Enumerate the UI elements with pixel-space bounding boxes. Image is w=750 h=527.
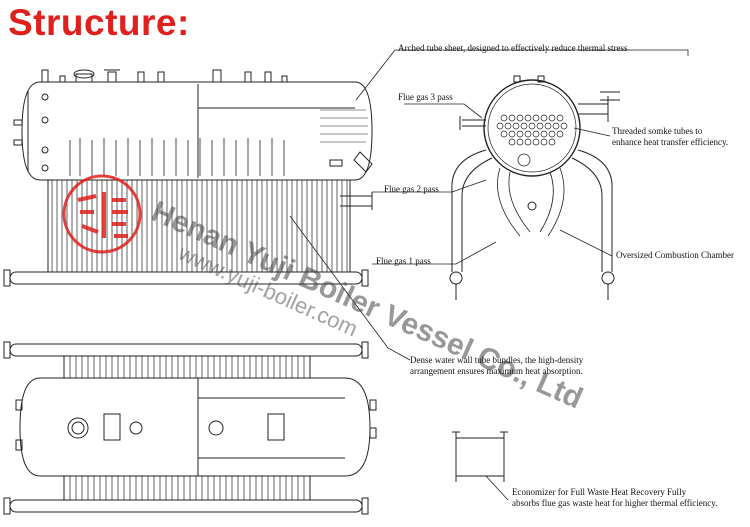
label-economizer-line-2: absorbs flue gas waste heat for higher t…: [512, 498, 718, 508]
label-arched-tube-sheet: Arched tube sheet, designed to effective…: [398, 43, 628, 53]
side-elevation-view: [3, 69, 373, 287]
label-economizer-line-1: Economizer for Full Waste Heat Recovery …: [512, 487, 687, 497]
label-flue-gas-1-pass: Flue gas 1 pass: [376, 256, 431, 266]
label-flue-gas-2-pass: Flue gas 2 pass: [384, 184, 439, 194]
label-threaded-line-2: enhance heat transfer efficiency.: [612, 137, 729, 147]
label-dense-water-wall: Dense water wall tube bundles, the high-…: [410, 355, 583, 377]
company-seal: [62, 174, 142, 254]
leader-lines: [289, 49, 689, 501]
plan-view: [3, 341, 377, 515]
cross-section-view: [449, 75, 620, 300]
label-threaded-line-1: Threaded somke tubes to: [612, 126, 703, 136]
label-dense-line-1: Dense water wall tube bundles, the high-…: [410, 355, 584, 365]
economizer-view: [452, 431, 508, 482]
label-flue-gas-3-pass: Flue gas 3 pass: [398, 92, 453, 102]
label-dense-line-2: arrangement ensures maximum heat absorpt…: [410, 366, 583, 376]
label-economizer: Economizer for Full Waste Heat Recovery …: [512, 487, 717, 509]
label-threaded-smoke-tubes: Threaded somke tubes to enhance heat tra…: [612, 126, 728, 148]
page-title: Structure:: [8, 2, 190, 43]
label-oversized-combustion-chamber: Oversized Combustion Chamber: [616, 250, 734, 260]
